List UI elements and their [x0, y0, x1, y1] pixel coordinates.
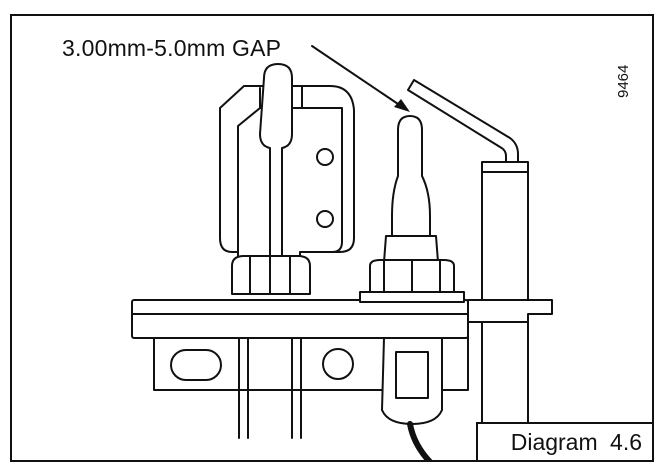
caption-box: Diagram 4.6 [476, 422, 652, 460]
head-screw-lower [316, 210, 334, 228]
thermocouple-head [219, 85, 355, 279]
pilot-assembly-drawing [131, 45, 553, 460]
electrode-ceramic [383, 235, 439, 263]
bracket-hole [322, 348, 354, 380]
ignition-cable [407, 421, 433, 460]
pilot-body [481, 161, 529, 431]
electrode-terminal [395, 351, 429, 399]
mounting-bar [131, 299, 469, 339]
lower-bracket [153, 335, 469, 391]
mounting-bar-clamp [467, 299, 553, 323]
electrode-lower-body [381, 337, 443, 425]
bracket-slot [170, 349, 222, 381]
diagram-frame: 3.00mm-5.0mm GAP 9464 Diagram 4.6 [10, 14, 654, 462]
figure-number: 9464 [615, 64, 632, 98]
leader-arrowhead [394, 99, 410, 112]
electrode-washer [359, 291, 465, 303]
thermocouple-stem [259, 63, 293, 263]
gap-annotation-label: 3.00mm-5.0mm GAP [62, 35, 282, 61]
thermocouple-top-cap [259, 85, 303, 109]
head-screw-upper [316, 148, 334, 166]
diagram-caption: Diagram 4.6 [510, 429, 642, 455]
electrode-tip [391, 115, 431, 239]
leader-line [311, 45, 405, 109]
thermocouple-tube [238, 315, 302, 439]
